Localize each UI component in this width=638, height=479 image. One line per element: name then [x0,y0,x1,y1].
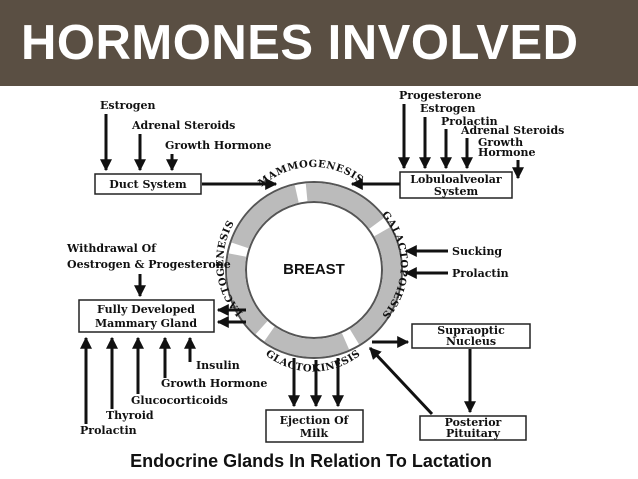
box-ejection-of-milk [265,409,364,443]
diagram-caption: Endocrine Glands In Relation To Lactatio… [130,451,492,471]
label-growth-right-1: Growth [478,136,523,149]
box-lobuloalveolar [399,171,513,199]
label-growth-bottom: Growth Hormone [161,377,267,390]
box-supraoptic-label-1: Supraoptic [437,324,505,337]
box-duct-system [94,173,202,195]
label-prolactin-mid: Prolactin [452,267,509,280]
label-estrogen-right: Estrogen [420,102,475,115]
label-growth-left: Growth Hormone [165,139,271,152]
label-progesterone-right: Progesterone [399,89,482,102]
label-prolactin-right: Prolactin [441,115,498,128]
box-fully-developed-label-1: Fully Developed [97,303,195,316]
arrow-pituitary-to-ring [368,346,434,416]
box-duct-system-label: Duct System [109,178,187,191]
label-adrenal-left: Adrenal Steroids [131,119,235,132]
label-thyroid: Thyroid [106,409,154,422]
box-posterior-label-1: Posterior [445,416,502,429]
box-ejection-label-1: Ejection Of [280,414,350,427]
label-adrenal-right: Adrenal Steroids [460,124,564,137]
label-sucking: Sucking [452,245,502,258]
label-glucocorticoids: Glucocorticoids [131,394,228,407]
box-supraoptic-label-2: Nucleus [446,335,496,348]
slide-title: HORMONES INVOLVED [0,0,638,86]
box-fully-developed [78,299,215,333]
lactation-diagram: MAMMOGENESIS GALACTOPOIESIS GLACTOKINESI… [66,89,564,471]
box-lobuloalveolar-label-2: System [434,185,479,198]
label-withdrawal-2: Oestrogen & Progesterone [67,258,231,271]
label-withdrawal-1: Withdrawal Of [66,242,157,255]
box-posterior-label-2: Pituitary [446,427,501,440]
center-label-breast: BREAST [283,261,345,278]
label-prolactin-bottom: Prolactin [80,424,137,437]
box-supraoptic [411,323,531,349]
box-fully-developed-label-2: Mammary Gland [95,317,197,330]
label-insulin: Insulin [196,359,240,372]
label-growth-right-2: Hormone [478,146,536,159]
box-ejection-label-2: Milk [300,427,329,440]
box-posterior-pituitary [419,415,527,441]
label-estrogen-left: Estrogen [100,99,155,112]
box-lobuloalveolar-label-1: Lobuloalveolar [410,173,502,186]
